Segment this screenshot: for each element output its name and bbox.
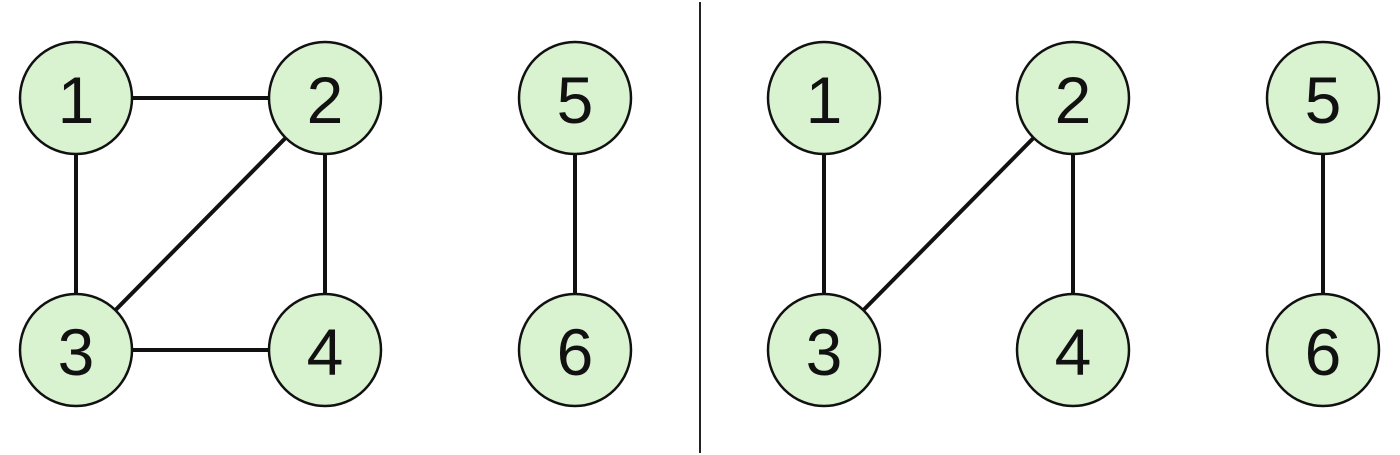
node-circle (267, 292, 383, 408)
node-label: 6 (1305, 315, 1342, 389)
edge-2-3 (74, 96, 327, 352)
node-circle (18, 40, 134, 156)
node-6: 6 (517, 292, 633, 408)
node-circle (18, 292, 134, 408)
node-circle (766, 40, 882, 156)
node-3: 3 (18, 292, 134, 408)
node-circle (1015, 40, 1131, 156)
node-label: 4 (1055, 315, 1092, 389)
node-label: 6 (557, 315, 594, 389)
node-1: 1 (766, 40, 882, 156)
node-label: 5 (1305, 63, 1342, 137)
node-circle (517, 40, 633, 156)
node-circle (267, 40, 383, 156)
node-circle (1265, 40, 1381, 156)
node-2: 2 (267, 40, 383, 156)
node-circle (1015, 292, 1131, 408)
node-2: 2 (1015, 40, 1131, 156)
node-5: 5 (517, 40, 633, 156)
node-6: 6 (1265, 292, 1381, 408)
node-4: 4 (267, 292, 383, 408)
node-4: 4 (1015, 292, 1131, 408)
node-label: 1 (806, 63, 843, 137)
node-3: 3 (766, 292, 882, 408)
node-circle (766, 292, 882, 408)
edge-2-3 (822, 96, 1075, 352)
node-label: 3 (806, 315, 843, 389)
node-1: 1 (18, 40, 134, 156)
node-label: 5 (557, 63, 594, 137)
node-label: 1 (58, 63, 95, 137)
node-circle (1265, 292, 1381, 408)
node-circle (517, 292, 633, 408)
left-graph-panel: 1 2 3 4 5 6 (18, 40, 633, 408)
right-graph-panel: 1 2 3 4 5 6 (766, 40, 1381, 408)
node-label: 2 (1055, 63, 1092, 137)
node-label: 2 (307, 63, 344, 137)
node-label: 4 (307, 315, 344, 389)
node-5: 5 (1265, 40, 1381, 156)
node-label: 3 (58, 315, 95, 389)
